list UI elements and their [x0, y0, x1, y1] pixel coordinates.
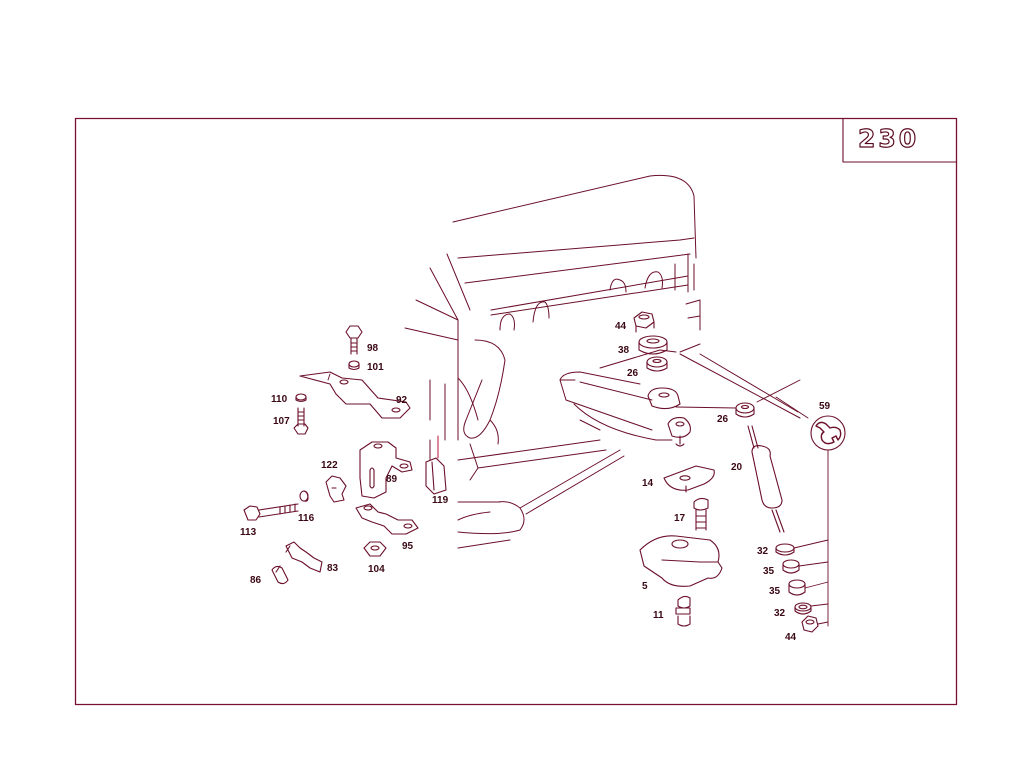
- part-89-bracket: [359, 441, 413, 499]
- part-116-washer: [299, 490, 309, 502]
- part-mount-bracket-top: [647, 387, 691, 447]
- label-44-bottom: 44: [785, 632, 797, 643]
- part-107-bolt: [293, 407, 309, 435]
- part-86-stud: [271, 565, 289, 585]
- part-110-washer: [295, 393, 307, 403]
- part-92-bracket: [299, 371, 411, 419]
- diagram-frame: [74, 117, 958, 706]
- leader-lines: [327, 373, 829, 627]
- part-26-washer-right: [735, 402, 755, 418]
- label-17: 17: [674, 513, 686, 524]
- label-122: 122: [321, 460, 338, 471]
- label-107: 107: [273, 416, 290, 427]
- label-113: 113: [240, 527, 257, 538]
- label-101: 101: [367, 362, 384, 373]
- part-83-clip: [285, 541, 323, 573]
- label-83: 83: [327, 563, 339, 574]
- label-26-right: 26: [717, 414, 729, 425]
- label-32-top: 32: [757, 546, 769, 557]
- label-119: 119: [432, 495, 449, 506]
- engine-block: [404, 174, 801, 549]
- part-14-plate: [663, 465, 715, 493]
- label-44-top: 44: [615, 321, 627, 332]
- part-11-bolt: [675, 595, 691, 627]
- label-11: 11: [653, 610, 664, 621]
- part-17-bolt: [693, 497, 709, 531]
- part-122-clip: [325, 475, 347, 503]
- label-92: 92: [396, 395, 408, 406]
- label-20: 20: [731, 462, 743, 473]
- label-35-top: 35: [763, 566, 775, 577]
- label-98: 98: [367, 343, 379, 354]
- part-20-damper: [747, 425, 785, 533]
- model-badge: 230: [842, 117, 957, 163]
- part-95-bracket: [355, 503, 419, 535]
- part-101-washer: [348, 360, 360, 371]
- label-38: 38: [618, 345, 630, 356]
- label-14: 14: [642, 478, 654, 489]
- label-110: 110: [271, 394, 288, 405]
- part-59-wrench-symbol: [810, 415, 846, 451]
- label-32-bottom: 32: [774, 608, 786, 619]
- part-38-cushion: [638, 335, 668, 355]
- label-5: 5: [642, 581, 648, 592]
- model-badge-text: 230: [858, 124, 919, 153]
- label-116: 116: [298, 513, 315, 524]
- wrench-icon: [815, 421, 842, 445]
- label-26-left: 26: [627, 368, 639, 379]
- label-35-bottom: 35: [769, 586, 781, 597]
- part-104-nut: [363, 541, 387, 557]
- label-104: 104: [368, 564, 385, 575]
- part-44-nut-top: [633, 311, 655, 333]
- label-95: 95: [402, 541, 414, 552]
- part-26-washer-left: [646, 356, 668, 372]
- part-113-bolt: [243, 503, 299, 521]
- part-labels: 44 38 26 26 59 20 14 17 5 11 32 35 35 32…: [240, 321, 831, 643]
- label-59: 59: [819, 401, 831, 412]
- part-5-mount-block: [639, 535, 723, 587]
- part-98-bolt: [345, 325, 363, 355]
- label-86: 86: [250, 575, 262, 586]
- label-89: 89: [386, 474, 398, 485]
- part-119-clip: [425, 435, 447, 495]
